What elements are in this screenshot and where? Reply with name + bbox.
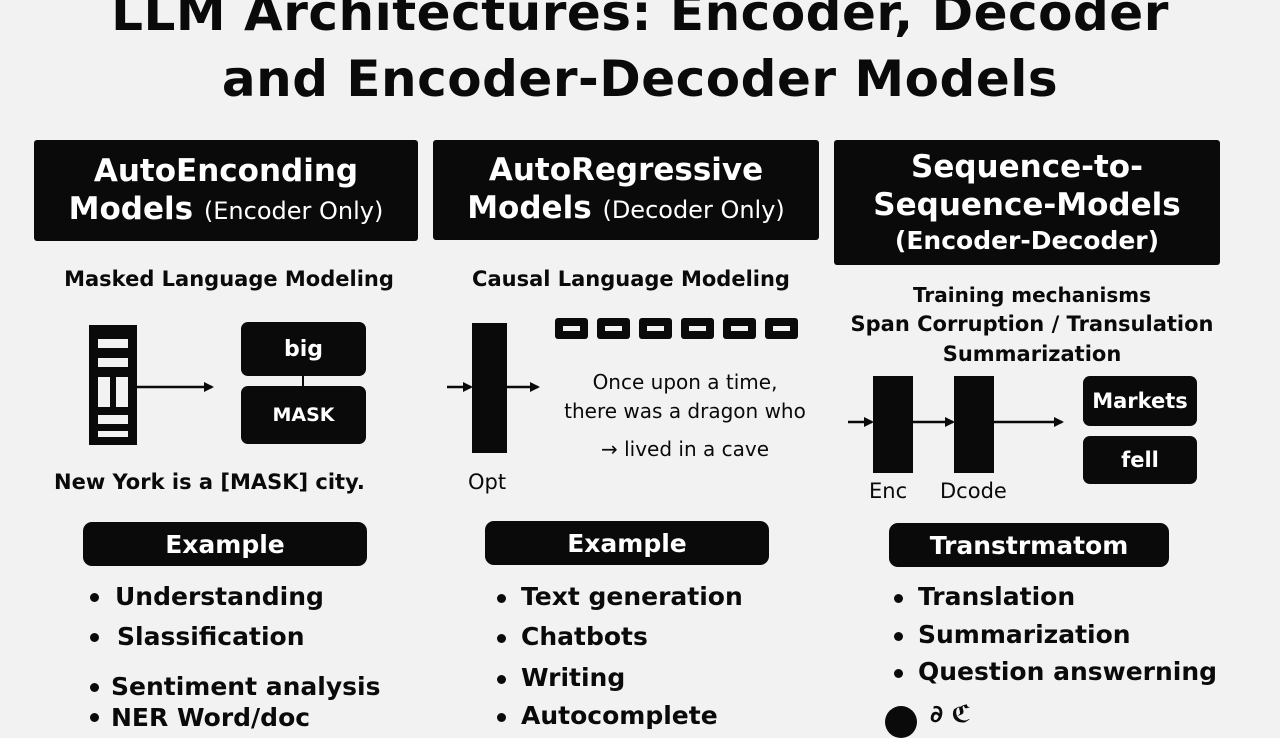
page-title-line1: LLM Architectures: Encoder, Decoder [111,0,1169,42]
output-token-markets: Markets [1083,376,1197,426]
decoder-example-pill: Example [485,521,769,565]
decoder-header-models: Models [467,190,592,226]
encoder-subtitle: Masked Language Modeling [64,267,394,291]
token-box-mask: MASK [241,386,366,444]
encoder-block [873,376,913,473]
decoder-block [472,323,507,453]
decoder-header-line1: AutoRegressive [488,152,764,188]
encoder-decoder-header: Sequence-to- Sequence-Models (Encoder-De… [834,140,1220,265]
seq-header-line1: Sequence-to- [911,148,1143,185]
seq-bullet-1: Translation [918,582,1076,611]
enc-label: Enc [869,479,908,503]
seq-header-line2: Sequence-Models [873,186,1181,223]
story-line-3: → lived in a cave [600,437,770,461]
seq-bullet-2: Summarization [918,620,1131,649]
seq-bullet-3: Question answerning [918,657,1218,686]
token-sequence [555,318,800,340]
training-line-3: Summarization [942,342,1122,366]
encoder-stack-icon [89,325,137,445]
page-title-line2: and Encoder-Decoder Models [221,50,1059,108]
training-line-2: Span Corruption / Transulation [850,312,1214,336]
encoder-bullet-3: Sentiment analysis [111,672,381,701]
transformation-pill: Transtrmatom [889,523,1169,567]
arrows-layer [137,376,1064,427]
encoder-bullet-2: Slassification [117,622,305,651]
encoder-header-line1: AutoEnconding [93,152,359,189]
encoder-bullet-1: Understanding [115,582,324,611]
training-line-1: Training mechanisms [912,283,1151,307]
masked-sentence: New York is a [MASK] city. [54,470,365,494]
encoder-example-pill: Example [83,522,367,566]
decoder-block-label: Opt [468,470,507,494]
story-line-2: there was a dragon who [564,399,806,423]
output-token-fell: fell [1083,436,1197,484]
decoder-only-header: AutoRegressive Models (Decoder Only) [433,140,819,240]
encoder-only-header: AutoEnconding Models (Encoder Only) [34,140,418,241]
encoder-header-models: Models [68,190,194,227]
dec-label: Dcode [940,479,1007,503]
token-box-big: big [241,322,366,376]
decoder-header-paren: (Decoder Only) [602,196,785,224]
decoder-bullet-1: Text generation [521,582,743,611]
decoder-subtitle: Causal Language Modeling [472,267,790,291]
decoder-bullet-3: Writing [521,663,626,692]
seq-header-line3: (Encoder-Decoder) [894,225,1160,255]
decoder-block-seq [954,376,994,473]
encoder-header-paren: (Encoder Only) [203,196,384,225]
story-line-1: Once upon a time, [592,370,778,394]
decoder-bullet-2: Chatbots [521,622,648,651]
